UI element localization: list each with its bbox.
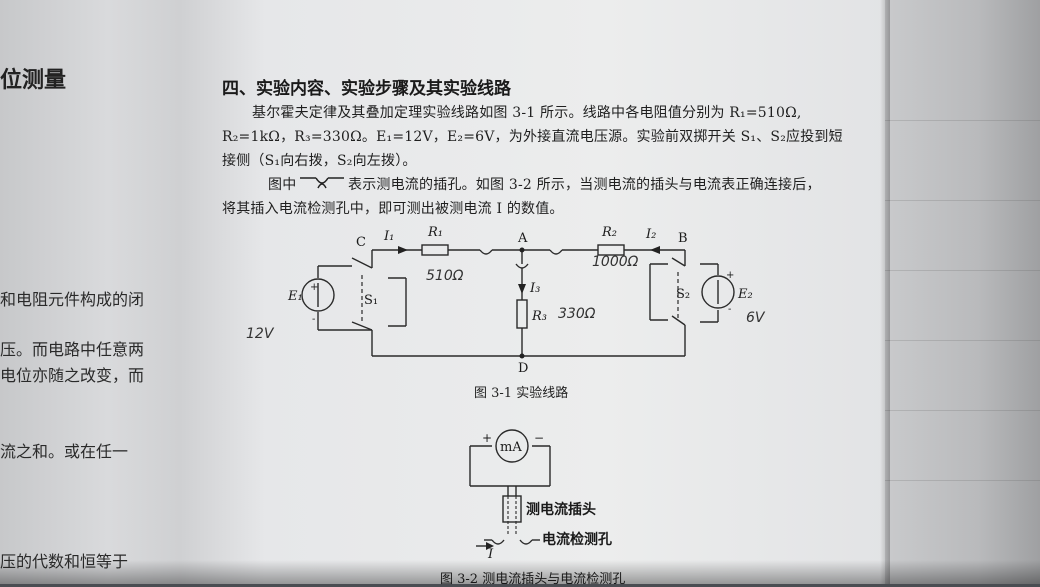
left-page: 位测量 和电阻元件构成的闭 压。而电路中任意两 电位亦随之改变，而 流之和。或在… bbox=[0, 0, 180, 584]
arrow-i2-icon bbox=[650, 246, 660, 254]
label-node-d: D bbox=[518, 361, 528, 376]
left-page-title: 位测量 bbox=[0, 67, 67, 93]
paragraph-line: R₂=1kΩ，R₃=330Ω。E₁=12V，E₂=6V，为外接直流电压源。实验前… bbox=[222, 129, 843, 145]
left-page-line: 流之和。或在任一 bbox=[0, 442, 129, 461]
section-heading: 四、实验内容、实验步骤及其实验线路 bbox=[222, 79, 511, 99]
handwritten-r1-value: 510Ω bbox=[426, 268, 464, 284]
paragraph-line: 接侧（S₁向右拨，S₂向左拨）。 bbox=[222, 153, 417, 169]
resistor-r3 bbox=[516, 299, 528, 329]
label-r2: R₂ bbox=[601, 225, 617, 240]
figure1-caption: 图 3-1 实验线路 bbox=[474, 386, 569, 401]
e2-minus: - bbox=[728, 304, 731, 315]
handwritten-r3-value: 330Ω bbox=[558, 306, 596, 322]
voltage-source-e2 bbox=[701, 275, 735, 309]
meter-label: mA bbox=[500, 440, 522, 455]
paragraph-line: 基尔霍夫定律及其叠加定理实验线路如图 3-1 所示。线路中各电阻值分别为 R₁=… bbox=[252, 105, 802, 121]
label-node-c: C bbox=[356, 235, 366, 250]
resistor-r1 bbox=[421, 244, 449, 256]
label-r1: R₁ bbox=[427, 225, 443, 240]
node-d bbox=[519, 353, 525, 359]
arrow-i3-icon bbox=[518, 284, 526, 294]
handwritten-r2-value: 1000Ω bbox=[592, 254, 639, 270]
paragraph-line: 表示测电流的插孔。如图 3-2 所示，当测电流的插头与电流表正确连接后， bbox=[348, 177, 821, 193]
right-sheet bbox=[885, 0, 1040, 584]
current-plug bbox=[502, 495, 522, 523]
handwritten-e1-value: 12V bbox=[246, 326, 274, 342]
handwritten-e2-value: 6V bbox=[746, 310, 765, 326]
arrow-i-icon bbox=[486, 542, 494, 550]
arrow-i1-icon bbox=[398, 246, 408, 254]
label-node-a: A bbox=[517, 231, 528, 246]
e1-minus: - bbox=[312, 314, 315, 325]
e1-plus: + bbox=[310, 282, 318, 293]
left-page-line: 电位亦随之改变，而 bbox=[0, 366, 145, 385]
label-node-b: B bbox=[678, 231, 688, 246]
label-i2: I₂ bbox=[645, 227, 656, 242]
label-s1: S₁ bbox=[364, 293, 378, 308]
left-page-line: 压的代数和恒等于 bbox=[0, 548, 128, 572]
e2-plus: + bbox=[726, 270, 734, 281]
node-a bbox=[519, 247, 525, 253]
paragraph-line: 图中 bbox=[268, 177, 297, 193]
page-fold-shadow bbox=[880, 0, 890, 584]
label-e2: E₂ bbox=[737, 287, 753, 302]
figure2-caption: 图 3-2 测电流插头与电流检测孔 bbox=[440, 568, 625, 587]
paragraph-line: 将其插入电流检测孔中，即可测出被测电流 I 的数值。 bbox=[222, 201, 564, 217]
plug-label: 测电流插头 bbox=[526, 501, 596, 518]
left-page-line: 和电阻元件构成的闭 bbox=[0, 290, 145, 309]
bottom-shadow bbox=[0, 560, 1040, 584]
label-s2: S₂ bbox=[676, 287, 690, 302]
label-r3: R₃ bbox=[531, 309, 547, 324]
meter-plus: + bbox=[482, 431, 492, 445]
label-i1: I₁ bbox=[383, 229, 394, 244]
milliammeter bbox=[495, 429, 529, 463]
label-e1: E₁ bbox=[287, 289, 303, 304]
current-label: I bbox=[487, 547, 494, 562]
left-page-line: 压。而电路中任意两 bbox=[0, 340, 145, 359]
meter-minus: − bbox=[534, 431, 544, 445]
label-i3: I₃ bbox=[529, 281, 540, 296]
current-socket-icon bbox=[300, 177, 344, 189]
socket-label: 电流检测孔 bbox=[542, 531, 612, 548]
voltage-source-e1 bbox=[301, 278, 335, 312]
